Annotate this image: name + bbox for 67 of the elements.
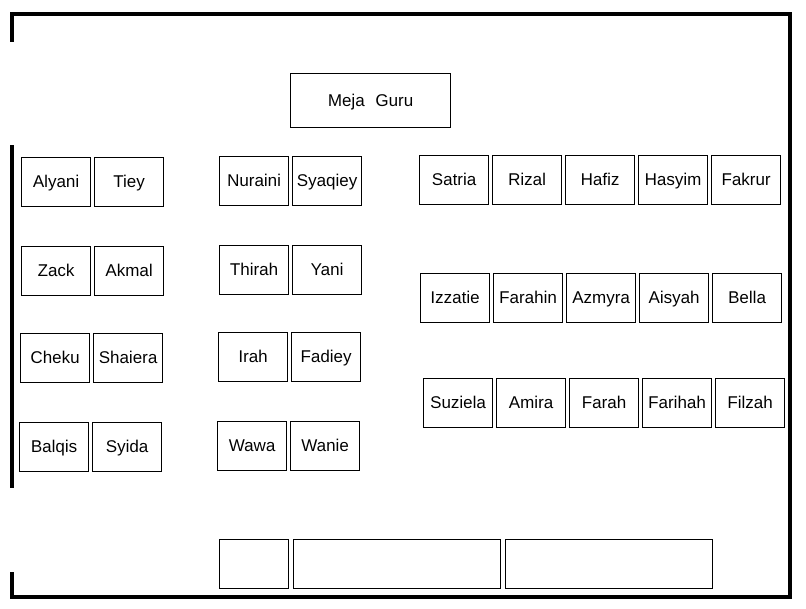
student-desk: [493, 273, 563, 323]
student-name: Farahin: [499, 288, 557, 308]
student-desk: [21, 246, 91, 296]
student-name: Thirah: [230, 260, 278, 280]
student-name: Alyani: [32, 172, 80, 192]
student-name: Tiey: [113, 172, 145, 192]
student-name: Wawa: [228, 436, 276, 456]
student-desk: [292, 245, 362, 295]
student-desk: [715, 378, 785, 428]
student-desk: [19, 422, 89, 472]
student-name: Fadiey: [300, 347, 352, 367]
student-name: Amira: [508, 393, 554, 413]
student-name: Bella: [728, 288, 766, 308]
student-desk: [94, 246, 164, 296]
student-name: Farihah: [648, 393, 706, 413]
student-name: Fakrur: [721, 170, 771, 190]
student-desk: [565, 155, 635, 205]
student-desk: [218, 332, 288, 382]
student-desk: [642, 378, 712, 428]
student-desk: [20, 333, 90, 383]
empty-table: [293, 539, 501, 589]
student-desk: [419, 155, 489, 205]
student-desk: [712, 273, 782, 323]
desk-label: Meja Guru: [328, 90, 414, 110]
student-desk: [217, 421, 287, 471]
teacher-desk: [290, 73, 451, 128]
student-desk: [292, 156, 362, 206]
student-desk: [638, 155, 708, 205]
student-name: Filzah: [727, 393, 773, 413]
student-name: Syaqiey: [296, 171, 358, 191]
student-name: Yani: [310, 260, 344, 280]
student-name: Zack: [38, 261, 74, 281]
student-name: Satria: [432, 170, 476, 190]
student-name: Balqis: [30, 437, 78, 457]
student-desk: [219, 156, 289, 206]
student-name: Suziela: [430, 393, 486, 413]
empty-table: [505, 539, 713, 589]
student-desk: [492, 155, 562, 205]
student-name: Irah: [238, 347, 268, 367]
student-desk: [496, 378, 566, 428]
student-desk: [93, 333, 163, 383]
student-desk: [711, 155, 781, 205]
student-name: Aisyah: [648, 288, 700, 308]
student-desk: [420, 273, 490, 323]
student-desk: [92, 422, 162, 472]
student-desk: [291, 332, 361, 382]
student-desk: [566, 273, 636, 323]
student-desk: [94, 157, 164, 207]
student-desk: [21, 157, 91, 207]
student-name: Wanie: [301, 436, 349, 456]
student-name: Cheku: [30, 348, 80, 368]
student-name: Akmal: [105, 261, 153, 281]
student-name: Izzatie: [430, 288, 480, 308]
student-name: Hafiz: [580, 170, 620, 190]
student-desk: [569, 378, 639, 428]
student-name: Azmyra: [572, 288, 630, 308]
student-desk: [290, 421, 360, 471]
student-desk: [639, 273, 709, 323]
empty-table: [219, 539, 289, 589]
student-name: Farah: [582, 393, 626, 413]
student-desk: [423, 378, 493, 428]
student-name: Nuraini: [227, 171, 281, 191]
student-name: Rizal: [508, 170, 546, 190]
student-desk: [219, 245, 289, 295]
student-name: Syida: [106, 437, 148, 457]
student-name: Shaiera: [98, 348, 158, 368]
student-name: Hasyim: [644, 170, 702, 190]
